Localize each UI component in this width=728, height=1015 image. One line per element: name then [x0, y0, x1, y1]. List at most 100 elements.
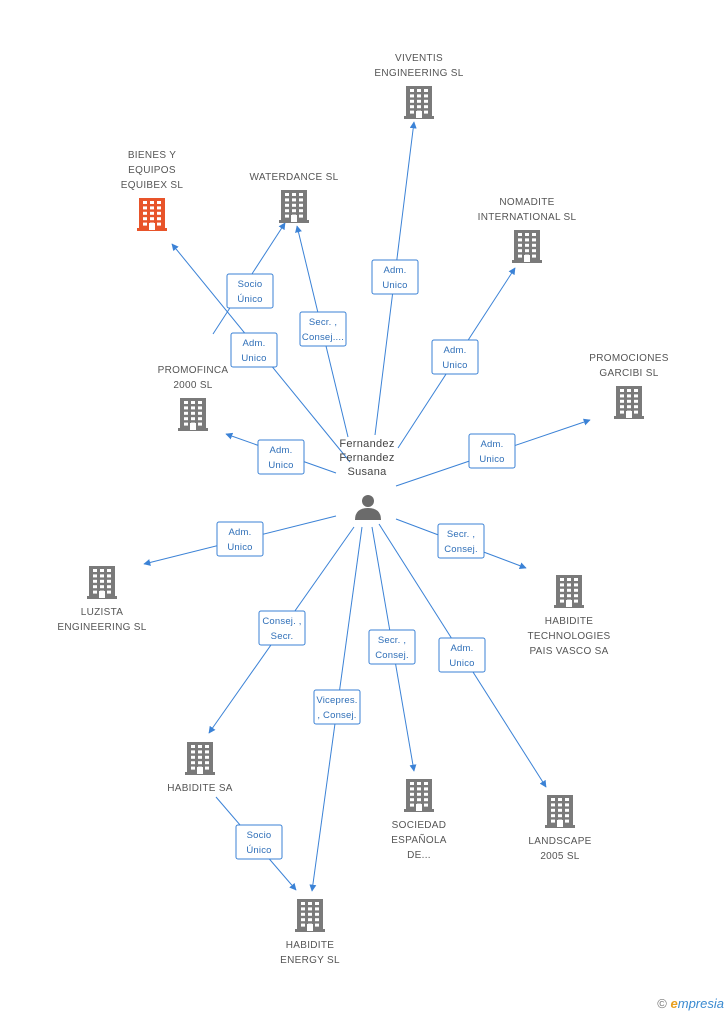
edge-label-text: , Consej.	[317, 710, 356, 721]
edge-label-text: Unico	[382, 280, 407, 291]
building-icon	[87, 566, 117, 599]
edge-label-text: Único	[237, 294, 262, 305]
edge-label-box	[258, 610, 306, 646]
edge-label-text: Adm.	[481, 439, 504, 450]
edge-label-text: Unico	[227, 542, 252, 553]
building-icon	[545, 795, 575, 828]
company-name-line: 2005 SL	[540, 851, 579, 862]
company-name-line: GARCIBI SL	[599, 368, 658, 379]
company-name-line: SOCIEDAD	[392, 820, 447, 831]
building-icon	[404, 86, 434, 119]
company-name-line: PROMOCIONES	[589, 353, 668, 364]
building-icon	[137, 198, 167, 231]
edge-label-waterdance[interactable]: Secr. , Consej....	[299, 311, 347, 347]
brand-rest: mpresia	[677, 996, 724, 1011]
person-name-line: Susana	[347, 466, 387, 478]
company-name-line: INTERNATIONAL SL	[478, 212, 577, 223]
edge-label-box	[468, 433, 516, 469]
edge-label-text: Secr. ,	[378, 635, 406, 646]
company-name-line: 2000 SL	[173, 380, 212, 391]
company-name-line: NOMADITE	[499, 197, 554, 208]
empresia-logo[interactable]: © empresia	[657, 996, 724, 1011]
edge-label-text: Adm.	[384, 265, 407, 276]
edge-label-box	[216, 521, 264, 557]
edge-label-box	[437, 523, 485, 559]
edge-label-text: Socio	[238, 279, 263, 290]
company-name-line: PROMOFINCA	[158, 365, 229, 376]
edge-label-text: Adm.	[243, 338, 266, 349]
edge-label-text: Secr. ,	[309, 317, 337, 328]
company-name-line: ENGINEERING SL	[57, 622, 146, 633]
edge-label-text: Vicepres.	[316, 695, 357, 706]
company-name-line: ENERGY SL	[280, 955, 340, 966]
nodes-layer: FernandezFernandezSusanaVIVENTISENGINEER…	[57, 53, 668, 966]
edge-label-viventis[interactable]: Adm. Unico	[371, 259, 419, 295]
edge-label-text: Único	[246, 845, 271, 856]
company-name-line: HABIDITE SA	[167, 783, 233, 794]
company-node-habidite_sa[interactable]: HABIDITE SA	[167, 742, 233, 794]
company-name-line: PAIS VASCO SA	[529, 646, 608, 657]
company-name-line: LANDSCAPE	[528, 836, 591, 847]
edge-label-text: Unico	[442, 360, 467, 371]
copyright-symbol: ©	[657, 996, 667, 1011]
company-node-sociedad[interactable]: SOCIEDAD ESPAÑOLA DE...	[391, 779, 447, 861]
edge-label-text: Consej....	[302, 332, 344, 343]
edge-label-box	[235, 824, 283, 860]
company-name-line: ENGINEERING SL	[374, 68, 463, 79]
edge-label-nomadite[interactable]: Adm.Unico	[431, 339, 479, 375]
building-icon	[404, 779, 434, 812]
edge-label-text: Secr.	[271, 631, 294, 642]
edge-label-box	[313, 689, 361, 725]
company-name-line: HABIDITE	[286, 940, 335, 951]
company-name-line: BIENES Y	[128, 150, 176, 161]
edge-label-box	[230, 332, 278, 368]
building-icon	[512, 230, 542, 263]
edge-label-promofinca[interactable]: Adm. Unico	[257, 439, 305, 475]
building-icon	[554, 575, 584, 608]
edge-label-text: Unico	[268, 460, 293, 471]
company-node-landscape[interactable]: LANDSCAPE 2005 SL	[528, 795, 591, 862]
person-name-line: Fernandez	[339, 452, 394, 464]
edge-label-text: Consej. ,	[262, 616, 301, 627]
company-node-habidite_energy[interactable]: HABIDITE ENERGY SL	[280, 899, 340, 966]
edge-label-habidite_tech[interactable]: Secr. ,Consej.	[437, 523, 485, 559]
edge-label-text: Unico	[479, 454, 504, 465]
edge-label-habidite_sa[interactable]: Consej. , Secr.	[258, 610, 306, 646]
edge-label-text: Adm.	[451, 643, 474, 654]
person-icon	[355, 495, 381, 520]
company-name-line: HABIDITE	[545, 616, 594, 627]
edge-label-landscape[interactable]: Adm. Unico	[438, 637, 486, 673]
edge-label-text: Adm.	[270, 445, 293, 456]
edge-label-box	[438, 637, 486, 673]
edge-label-text: Unico	[449, 658, 474, 669]
edge-label-luzista[interactable]: Adm.Unico	[216, 521, 264, 557]
brand-first-letter: e	[670, 996, 678, 1011]
edge-label-box	[226, 273, 274, 309]
edge-label-habidite_energy[interactable]: Vicepres. , Consej.	[313, 689, 361, 725]
company-name-line: ESPAÑOLA	[391, 833, 447, 846]
company-node-promofinca[interactable]: PROMOFINCA 2000 SL	[158, 365, 229, 431]
building-icon	[185, 742, 215, 775]
company-node-waterdance[interactable]: WATERDANCE SL	[250, 172, 339, 223]
company-name-line: DE...	[407, 850, 431, 861]
building-icon	[279, 190, 309, 223]
edge-label-bienes[interactable]: Adm. Unico	[230, 332, 278, 368]
edge-label-box	[257, 439, 305, 475]
edge-label-box	[299, 311, 347, 347]
edge-label-sociedad[interactable]: Secr. , Consej.	[368, 629, 416, 665]
edge-label-text: Consej.	[375, 650, 409, 661]
building-icon	[178, 398, 208, 431]
person-name-line: Fernandez	[339, 438, 394, 450]
company-name-line: VIVENTIS	[395, 53, 443, 64]
company-node-viventis[interactable]: VIVENTIS ENGINEERING SL	[374, 53, 463, 119]
company-node-garcibi[interactable]: PROMOCIONES GARCIBI SL	[589, 353, 668, 419]
edge-label-text: Unico	[241, 353, 266, 364]
edge-label-garcibi[interactable]: Adm. Unico	[468, 433, 516, 469]
company-node-nomadite[interactable]: NOMADITE INTERNATIONAL SL	[478, 197, 577, 263]
